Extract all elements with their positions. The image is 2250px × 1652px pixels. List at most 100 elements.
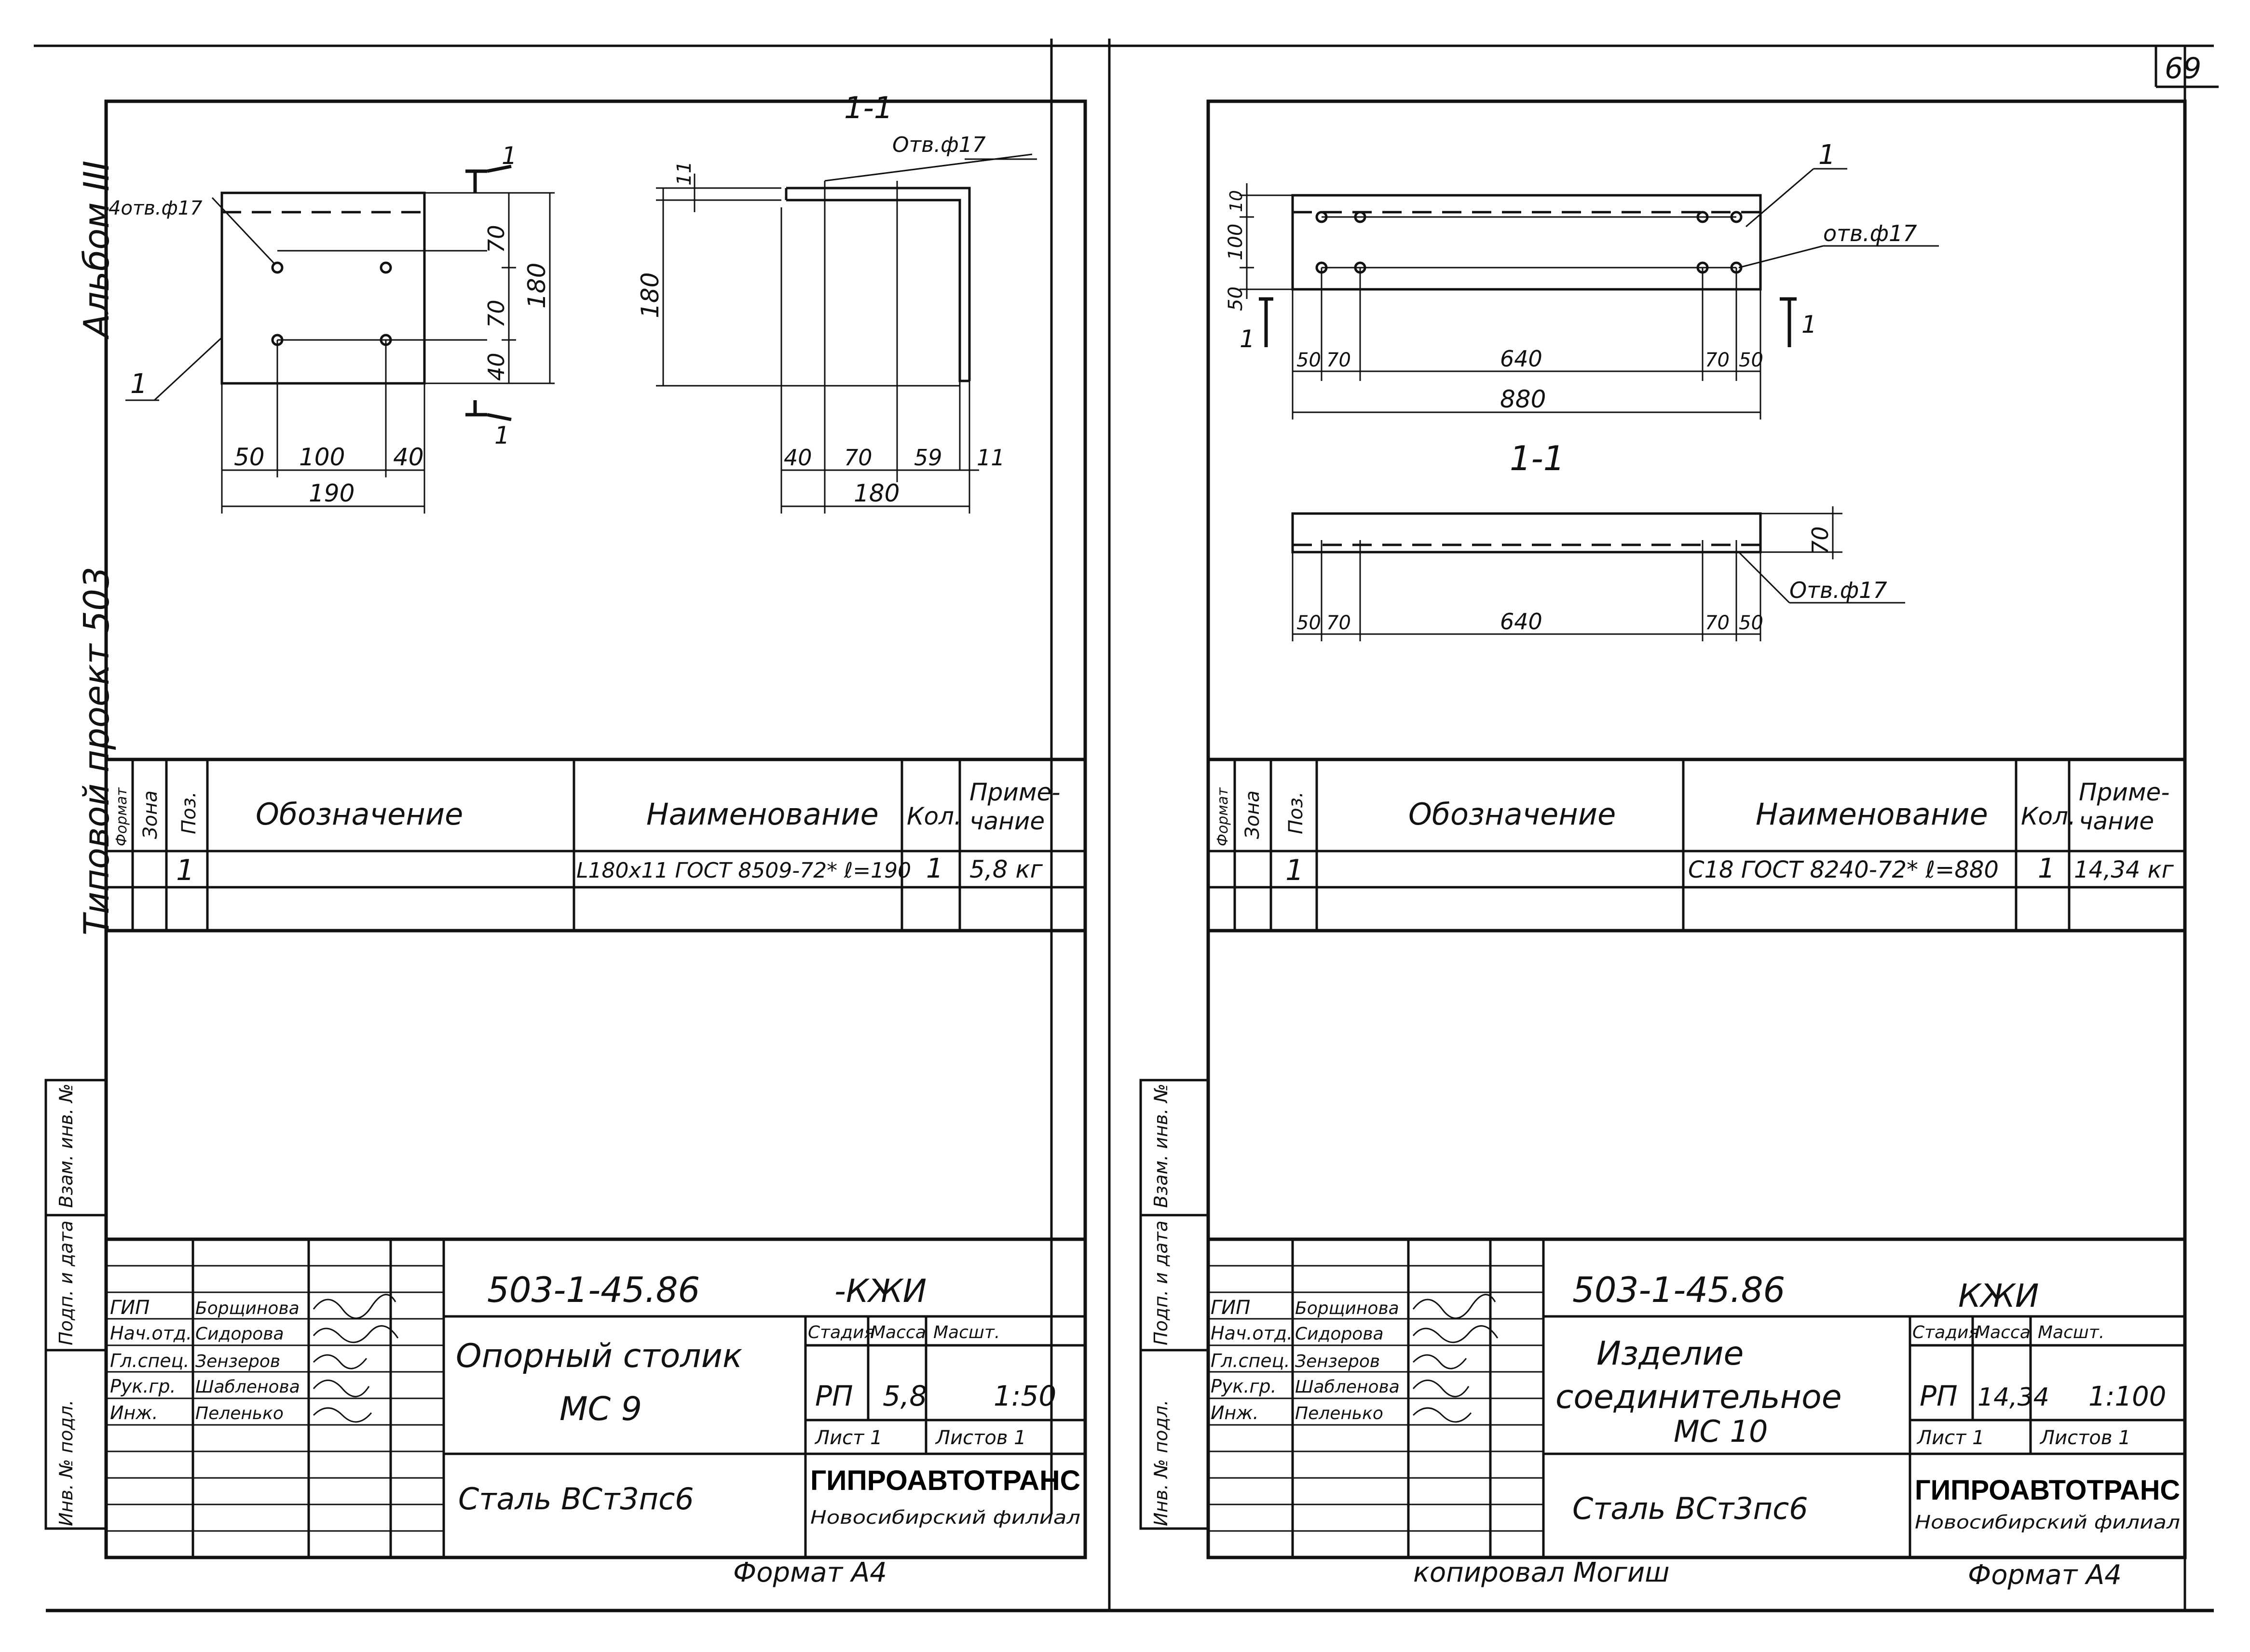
right-title-block: ГИП Нач.отд. Гл.спец. Рук.гр. Инж. Борщи… bbox=[1211, 1270, 2180, 1533]
right-plan-pos: 1 bbox=[1818, 139, 1836, 171]
right-plan-hole-label: отв.ф17 bbox=[1823, 220, 1917, 246]
left-angle-dim-flange: 11 bbox=[673, 161, 695, 186]
right-section-title: 1-1 bbox=[1510, 439, 1565, 478]
left-plate-view bbox=[125, 164, 555, 514]
left-spec-name: L180x11 ГОСТ 8509-72* ℓ=190 bbox=[576, 858, 911, 883]
right-person-1: Сидорова bbox=[1295, 1324, 1384, 1344]
right-sheet-frame bbox=[1139, 99, 2187, 1559]
left-role-3: Рук.гр. bbox=[110, 1376, 176, 1397]
left-role-2: Гл.спец. bbox=[110, 1350, 190, 1371]
left-plate-hole-label: 4отв.ф17 bbox=[109, 197, 203, 219]
left-person-1: Сидорова bbox=[195, 1324, 284, 1344]
right-plan-dim-l0: 10 bbox=[1227, 190, 1246, 212]
right-plan-dim-l1: 100 bbox=[1225, 224, 1247, 260]
left-plate-pos: 1 bbox=[130, 368, 148, 400]
left-cut-mark-top: 1 bbox=[502, 142, 517, 170]
left-role-1: Нач.отд. bbox=[110, 1323, 192, 1344]
right-item-name-2: соединительное bbox=[1555, 1378, 1842, 1416]
right-pos-header: Поз. bbox=[1285, 791, 1307, 834]
left-name-header: Наименование bbox=[646, 797, 879, 832]
right-role-4: Инж. bbox=[1211, 1402, 1259, 1423]
right-plan-dim-total: 880 bbox=[1500, 385, 1546, 413]
left-qty-header: Кол. bbox=[907, 802, 962, 830]
left-stage-value: РП bbox=[815, 1380, 853, 1412]
right-plan-dim-b3: 70 bbox=[1705, 349, 1730, 371]
left-spec-header: Формат Зона Поз. Обозначение Наименовани… bbox=[113, 778, 1060, 846]
right-scale-value: 1:100 bbox=[2088, 1381, 2166, 1412]
copied-by-label: копировал Могиш bbox=[1413, 1557, 1669, 1588]
left-angle-hole-label: Отв.ф17 bbox=[892, 133, 986, 157]
left-scale-header: Масшт. bbox=[933, 1323, 1000, 1342]
right-person-0: Борщинова bbox=[1295, 1299, 1399, 1318]
left-title-block: ГИП Нач.отд. Гл.спец. Рук.гр. Инж. Борщи… bbox=[110, 1270, 1080, 1528]
right-section-dim-b4: 50 bbox=[1739, 612, 1763, 634]
left-org-branch: Новосибирский филиал bbox=[810, 1507, 1080, 1528]
right-spec-qty: 1 bbox=[2038, 853, 2055, 884]
left-person-3: Шабленова bbox=[195, 1377, 300, 1397]
left-angle-section bbox=[656, 153, 1037, 514]
left-item-name-2: МС 9 bbox=[559, 1390, 642, 1428]
right-section-hole-label: Отв.ф17 bbox=[1789, 577, 1887, 603]
album-label: Альбом III bbox=[76, 161, 117, 339]
right-section-dim-b3: 70 bbox=[1705, 612, 1730, 634]
left-angle-dim-b2: 59 bbox=[914, 445, 942, 471]
right-inv-subst-label: Взам. инв. № bbox=[1150, 1083, 1172, 1208]
left-mass-value: 5,8 bbox=[883, 1380, 927, 1412]
right-format-label: Формат А4 bbox=[1968, 1559, 2122, 1591]
right-spec-row: 1 С18 ГОСТ 8240-72* ℓ=880 1 14,34 кг bbox=[1285, 853, 2174, 887]
left-mass-header: Масса bbox=[871, 1323, 926, 1342]
right-section-dim-b2: 640 bbox=[1500, 609, 1542, 635]
right-org-branch: Новосибирский филиал bbox=[1915, 1512, 2180, 1533]
left-plate-dim-b2: 40 bbox=[393, 443, 424, 471]
right-note-header-1: Приме- bbox=[2079, 778, 2169, 806]
left-format-header: Формат bbox=[113, 787, 130, 846]
right-person-4: Пеленько bbox=[1295, 1404, 1383, 1423]
right-doc-code: 503-1-45.86 bbox=[1572, 1270, 1785, 1310]
right-qty-header: Кол. bbox=[2021, 802, 2076, 830]
right-material: Сталь ВСт3пс6 bbox=[1572, 1491, 1808, 1526]
right-spec-note: 14,34 кг bbox=[2074, 856, 2174, 883]
right-person-3: Шабленова bbox=[1295, 1377, 1400, 1397]
left-plate-dim-height: 180 bbox=[523, 263, 551, 309]
left-plate-dim-total: 190 bbox=[309, 479, 355, 507]
right-plan-dim-l2: 50 bbox=[1225, 286, 1247, 311]
left-role-4: Инж. bbox=[110, 1402, 158, 1423]
left-angle-dim-b3: 11 bbox=[977, 445, 1005, 471]
left-inv-orig-label: Инв. № подл. bbox=[55, 1400, 77, 1526]
project-label: Типовой проект 503 bbox=[76, 567, 117, 935]
left-signatures bbox=[313, 1294, 399, 1423]
right-plan-dim-b1: 70 bbox=[1326, 349, 1351, 371]
right-signatures bbox=[1412, 1294, 1499, 1423]
right-zone-header: Зона bbox=[1241, 790, 1264, 839]
right-plan-dim-b2: 640 bbox=[1500, 346, 1542, 372]
right-note-header-2: чание bbox=[2079, 807, 2154, 835]
right-person-2: Зензеров bbox=[1295, 1352, 1380, 1371]
right-spec-name: С18 ГОСТ 8240-72* ℓ=880 bbox=[1688, 856, 1999, 883]
left-plate-dim-r2: 40 bbox=[483, 352, 509, 381]
left-spec-pos: 1 bbox=[176, 853, 194, 887]
left-stage-header: Стадия bbox=[808, 1323, 874, 1342]
left-pos-header: Поз. bbox=[178, 791, 200, 834]
right-cut-mark-left: 1 bbox=[1240, 325, 1255, 353]
left-item-name-1: Опорный столик bbox=[456, 1337, 742, 1375]
right-spec-pos: 1 bbox=[1285, 853, 1304, 887]
left-angle-dim-height: 180 bbox=[636, 272, 664, 318]
right-mass-header: Масса bbox=[1975, 1323, 2031, 1342]
left-cut-mark-bottom: 1 bbox=[494, 421, 510, 449]
left-doc-suffix: -КЖИ bbox=[834, 1273, 927, 1310]
left-angle-dim-b0: 40 bbox=[784, 445, 812, 471]
right-sheets-total: Листов 1 bbox=[2039, 1427, 2131, 1449]
right-channel-section bbox=[1291, 506, 1905, 641]
left-sign-date-label: Подп. и дата bbox=[55, 1220, 77, 1345]
left-format-label: Формат А4 bbox=[733, 1557, 887, 1588]
left-note-header-1: Приме- bbox=[969, 778, 1060, 806]
left-plate-dim-b0: 50 bbox=[234, 443, 265, 471]
right-plan-dim-b4: 50 bbox=[1739, 349, 1763, 371]
left-designation-header: Обозначение bbox=[256, 797, 463, 832]
right-mass-value: 14,34 bbox=[1977, 1383, 2049, 1412]
left-org-name: ГИПРОАВТОТРАНС bbox=[810, 1465, 1080, 1496]
right-sign-date-label: Подп. и дата bbox=[1150, 1220, 1172, 1345]
left-sheet-number: Лист 1 bbox=[814, 1427, 883, 1449]
right-name-header: Наименование bbox=[1756, 797, 1988, 832]
